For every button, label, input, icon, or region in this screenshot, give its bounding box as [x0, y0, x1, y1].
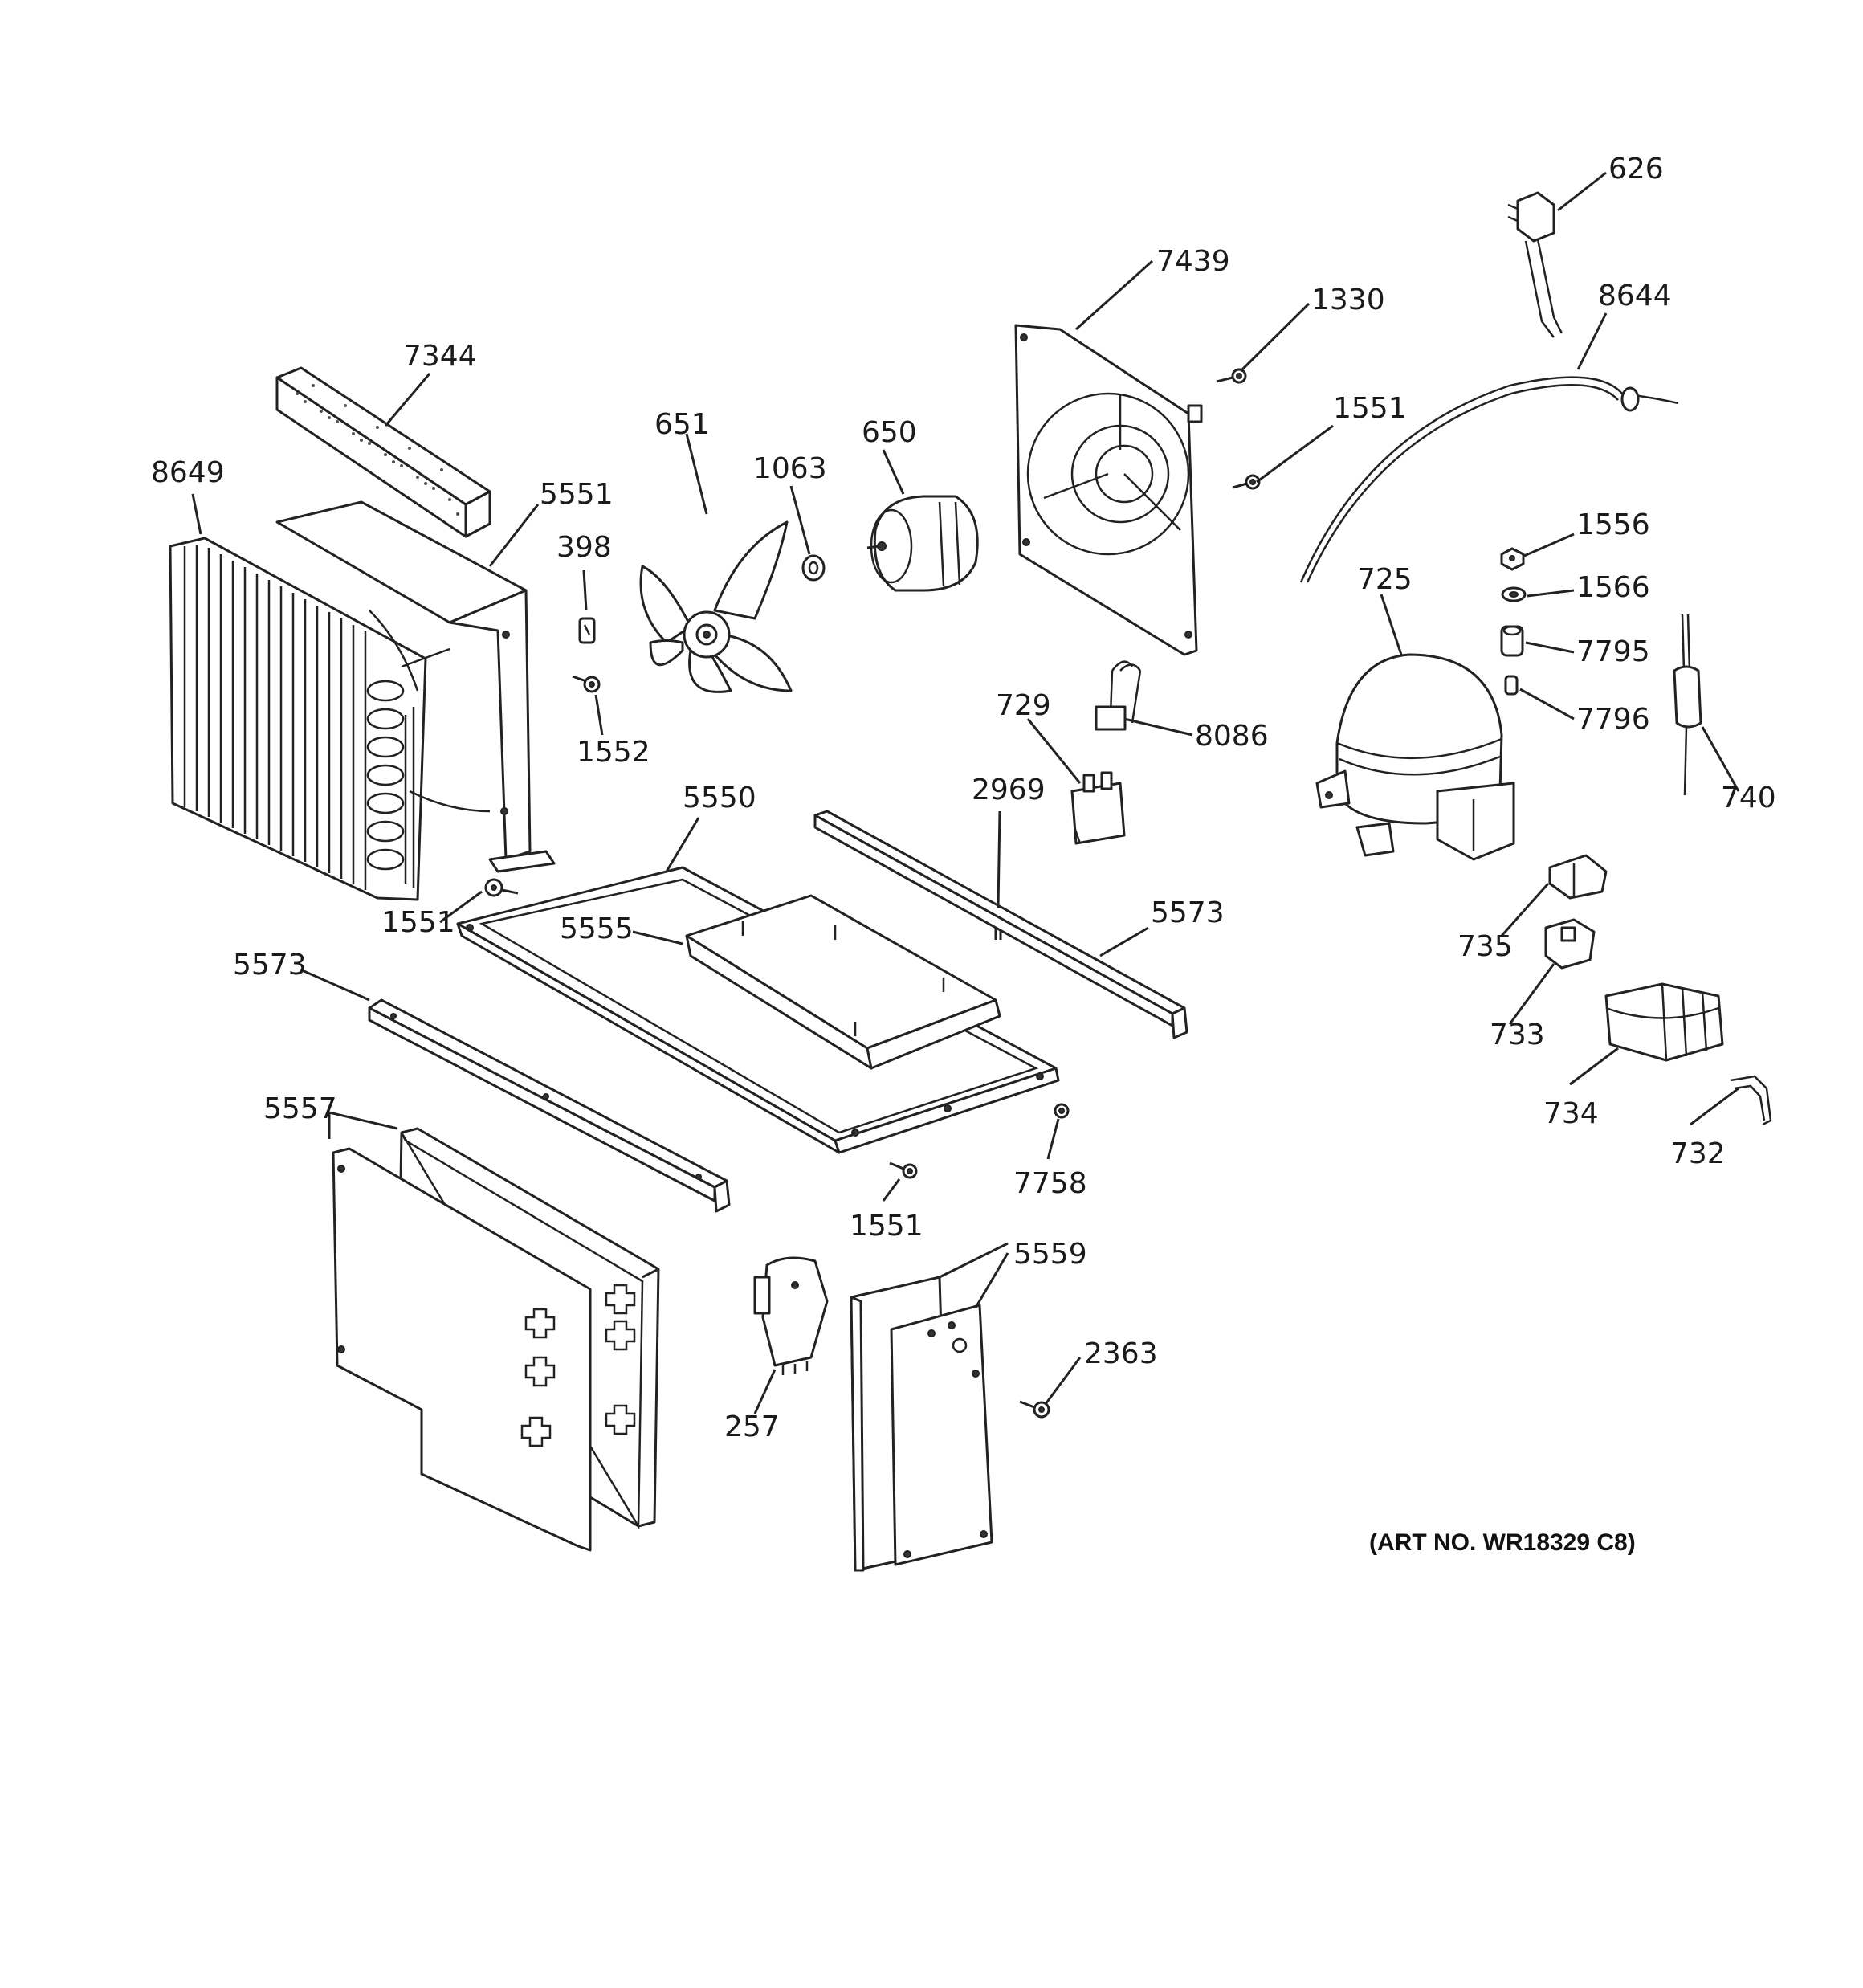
part-398-clip	[578, 617, 596, 644]
part-733-overload	[1544, 918, 1596, 970]
label-7796: 7796	[1576, 703, 1650, 736]
part-1552-screw	[572, 675, 601, 693]
label-732: 732	[1670, 1137, 1726, 1170]
label-398: 398	[556, 531, 612, 564]
label-740: 740	[1721, 782, 1776, 814]
label-7439: 7439	[1156, 245, 1230, 278]
part-651-fan-blade	[639, 520, 793, 693]
part-1551-screw-top	[1232, 474, 1261, 490]
part-1556-nut	[1500, 547, 1525, 571]
label-7758: 7758	[1013, 1167, 1087, 1200]
part-7795-grommet	[1500, 625, 1524, 657]
label-5573-left: 5573	[233, 949, 307, 982]
label-650: 650	[862, 416, 917, 449]
part-734-start-device	[1604, 982, 1724, 1062]
part-650-fan-motor	[866, 495, 979, 592]
label-5557: 5557	[263, 1092, 337, 1125]
label-1551-bottom: 1551	[850, 1210, 923, 1243]
part-257-timer	[753, 1256, 829, 1375]
part-729-relay	[1070, 771, 1126, 845]
part-725-compressor	[1315, 653, 1515, 861]
label-257: 257	[724, 1410, 780, 1443]
label-8649: 8649	[151, 456, 225, 489]
part-1566-washer	[1501, 586, 1527, 602]
part-8086-harness	[1095, 660, 1142, 731]
label-8086: 8086	[1195, 720, 1269, 753]
part-1551-screw-left	[484, 878, 519, 897]
label-5550: 5550	[683, 782, 756, 814]
part-8644-cord	[1299, 376, 1679, 583]
part-5557-panels	[332, 1127, 660, 1552]
part-8649-condenser	[169, 537, 450, 901]
label-729: 729	[996, 689, 1051, 722]
label-2969: 2969	[972, 774, 1046, 806]
art-number: (ART NO. WR18329 C8)	[1369, 1529, 1636, 1556]
part-7344-foam-strip	[275, 366, 491, 538]
label-1556: 1556	[1576, 508, 1650, 541]
label-2363: 2363	[1084, 1337, 1158, 1370]
part-5555-tray	[685, 894, 1001, 1070]
label-735: 735	[1457, 930, 1513, 963]
label-5551: 5551	[540, 478, 614, 511]
callout-labels: 626 7439 1330 8644 7344 651 650 1551 106…	[151, 153, 1776, 1556]
leader-lines	[191, 171, 1740, 1414]
part-5551-shroud	[275, 500, 556, 873]
label-7344: 7344	[403, 340, 477, 373]
label-1551-left: 1551	[381, 906, 455, 939]
label-626: 626	[1608, 153, 1664, 186]
label-1063: 1063	[753, 452, 827, 485]
label-1552: 1552	[577, 736, 650, 769]
label-651: 651	[654, 408, 710, 441]
label-734: 734	[1543, 1097, 1599, 1130]
part-7439-fan-bracket	[1014, 324, 1203, 656]
part-5573-rail-left	[368, 998, 731, 1213]
label-1566: 1566	[1576, 571, 1650, 604]
label-5555: 5555	[560, 912, 634, 945]
part-7758-screw	[1054, 1103, 1070, 1119]
part-1330-screw	[1216, 368, 1247, 384]
label-1551-top: 1551	[1333, 392, 1407, 425]
part-735-cover	[1548, 854, 1608, 900]
part-5573-rail-right	[813, 810, 1188, 1039]
part-1063-washer	[801, 554, 826, 582]
part-1551-screw-bottom	[889, 1161, 918, 1179]
label-1330: 1330	[1311, 284, 1385, 316]
label-7795: 7795	[1576, 635, 1650, 668]
part-7796-sleeve	[1504, 675, 1519, 696]
part-2363-screw	[1019, 1400, 1050, 1419]
part-732-clip	[1730, 1075, 1772, 1126]
part-5550-base-pan	[456, 866, 1060, 1154]
part-5559-panels	[850, 1276, 993, 1572]
part-626-plug	[1507, 191, 1563, 338]
label-5559: 5559	[1013, 1238, 1087, 1271]
part-740-drier	[1673, 614, 1702, 796]
label-8644: 8644	[1598, 280, 1672, 312]
label-5573-right: 5573	[1151, 896, 1225, 929]
label-733: 733	[1490, 1018, 1545, 1051]
label-725: 725	[1357, 563, 1413, 596]
